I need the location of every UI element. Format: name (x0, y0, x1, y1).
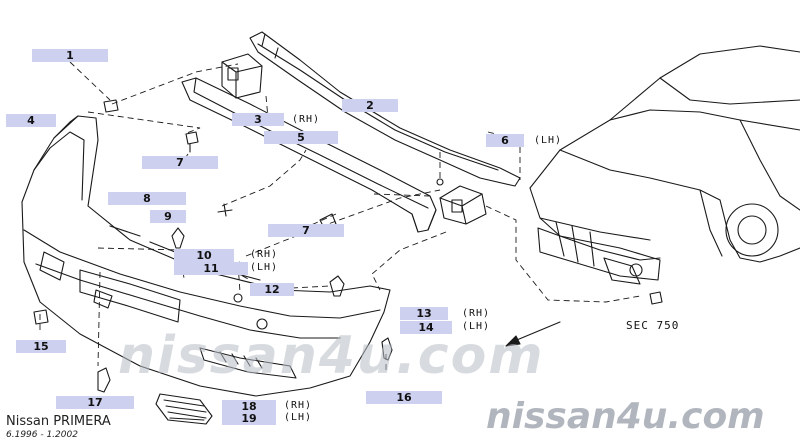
part-label-10[interactable]: 10 (174, 249, 234, 262)
part-label-19[interactable]: 19 (222, 412, 276, 425)
side-note-13-rh: (RH) (462, 308, 491, 319)
part-bumper-fascia (21, 115, 391, 397)
car-silhouette (529, 45, 800, 285)
part-label-11[interactable]: 11 (174, 262, 248, 275)
watermark-corner: nissan4u.com (486, 396, 765, 437)
part-upper-beam (249, 31, 521, 187)
direction-arrow (505, 321, 561, 347)
section-reference[interactable]: SEC 750 (626, 319, 680, 332)
part-label-7b[interactable]: 7 (268, 224, 344, 237)
part-label-5[interactable]: 5 (264, 131, 338, 144)
side-note-11-lh: (LH) (250, 262, 279, 273)
side-note-19-lh: (LH) (284, 412, 313, 423)
part-label-16[interactable]: 16 (366, 391, 442, 404)
part-label-9[interactable]: 9 (150, 210, 186, 223)
part-label-1[interactable]: 1 (32, 49, 108, 62)
side-note-3-rh: (RH) (292, 114, 321, 125)
part-label-4[interactable]: 4 (6, 114, 56, 127)
fasteners (33, 99, 663, 393)
footer-period: 6.1996 - 1.2002 (6, 430, 78, 440)
part-label-2[interactable]: 2 (342, 99, 398, 112)
part-bracket-lh (439, 185, 487, 225)
part-bracket-rh (221, 53, 263, 99)
part-grille (155, 351, 263, 425)
part-label-13[interactable]: 13 (400, 307, 448, 320)
watermark-center: nissan4u.com (118, 326, 545, 386)
side-note-14-lh: (LH) (462, 321, 491, 332)
side-note-18-rh: (RH) (284, 400, 313, 411)
part-label-8[interactable]: 8 (108, 192, 186, 205)
part-label-17[interactable]: 17 (56, 396, 134, 409)
part-label-14[interactable]: 14 (400, 321, 452, 334)
part-label-3[interactable]: 3 (232, 113, 284, 126)
part-label-6[interactable]: 6 (486, 134, 524, 147)
part-label-15[interactable]: 15 (16, 340, 66, 353)
footer-model: Nissan PRIMERA (6, 414, 111, 429)
part-label-7a[interactable]: 7 (142, 156, 218, 169)
part-label-12[interactable]: 12 (250, 283, 294, 296)
side-note-10-rh: (RH) (250, 249, 279, 260)
part-label-18[interactable]: 18 (222, 400, 276, 413)
side-note-6-lh: (LH) (534, 135, 563, 146)
